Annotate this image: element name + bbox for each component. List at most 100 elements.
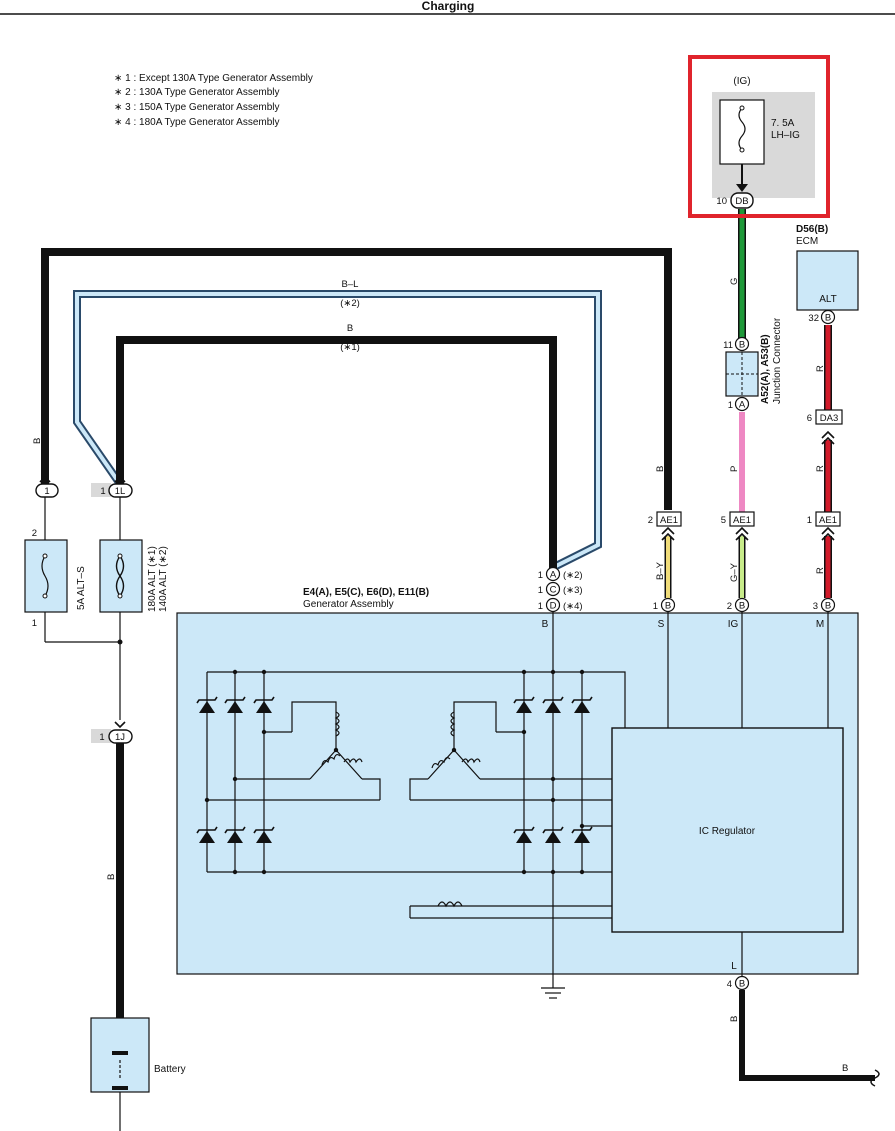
svg-text:B: B [729,1016,740,1022]
svg-text:1: 1 [100,486,105,497]
diode [199,831,215,843]
svg-text:11: 11 [723,340,733,351]
svg-text:6: 6 [807,413,812,424]
junction-name: Junction Connector [772,317,783,404]
diode [227,701,243,713]
svg-text:(∗3): (∗3) [563,585,583,596]
svg-text:P: P [729,466,740,472]
wire-b-inner [116,336,557,568]
diode-bar [196,696,218,704]
svg-text:B: B [347,323,353,334]
diode-bar [571,696,593,704]
svg-text:2: 2 [648,515,653,526]
wire-bl-outer [73,290,602,570]
svg-text:1: 1 [728,400,733,411]
svg-text:1: 1 [32,618,37,629]
harness-connectors: 1 1 1L 1 1J [35,475,133,744]
junction-pin-bottom [734,396,750,412]
diode [199,701,215,713]
svg-text:B: B [739,601,745,612]
rectifier-diodes [196,696,593,843]
svg-text:1: 1 [538,601,543,612]
note-4: ∗ 4 : 180A Type Generator Assembly [114,117,280,128]
junction-ref: A52(A), A53(B) [760,334,771,404]
svg-text:(∗1): (∗1) [340,342,360,353]
svg-text:1L: 1L [115,486,126,497]
svg-text:B: B [842,1063,848,1074]
note-1: ∗ 1 : Except 130A Type Generator Assembl… [114,73,313,84]
diode [574,831,590,843]
ic-regulator-box [611,727,844,933]
diode [227,831,243,843]
svg-text:5: 5 [721,515,726,526]
fuse-ig-name: LH–IG [771,130,800,141]
junction-pin-top [734,336,750,352]
fuse-alts: 2 1 5A ALT–S [24,528,87,629]
svg-text:B: B [739,979,745,990]
svg-text:B: B [739,340,745,351]
generator-name: Generator Assembly [303,599,394,610]
svg-text:DA3: DA3 [820,413,838,424]
svg-text:B: B [825,313,831,324]
diode [256,831,272,843]
svg-text:180A ALT (∗1): 180A ALT (∗1) [147,546,158,612]
wire-b-outer [41,248,672,510]
svg-text:A: A [739,400,746,411]
svg-text:4: 4 [727,979,732,990]
svg-text:R: R [815,465,826,472]
page-title: Charging [422,0,475,13]
battery-label: Battery [154,1064,186,1075]
term-m: M [816,619,824,630]
diode-bar [253,826,275,834]
term-s: S [658,619,665,630]
ae1-connectors: AE1 2 AE1 5 AE1 1 [648,511,841,541]
svg-text:10: 10 [716,196,727,207]
notes-legend: ∗ 1 : Except 130A Type Generator Assembl… [114,73,313,128]
svg-text:(∗4): (∗4) [563,601,583,612]
generator-pins: B 1 B 2 B 3 B 4 [653,597,836,991]
svg-text:D: D [550,601,557,612]
svg-text:5A ALT–S: 5A ALT–S [76,566,87,610]
fuse-ig-rating: 7. 5A [771,118,795,129]
note-2: ∗ 2 : 130A Type Generator Assembly [114,87,280,98]
diode-bar [571,826,593,834]
svg-text:1: 1 [538,585,543,596]
svg-text:140A ALT (∗2): 140A ALT (∗2) [158,546,169,612]
generator-ref: E4(A), E5(C), E6(D), E11(B) [303,587,429,598]
term-l: L [731,961,737,972]
diode-bar [513,826,535,834]
svg-text:(∗2): (∗2) [563,570,583,581]
svg-text:G–Y: G–Y [729,562,740,582]
svg-text:B: B [825,601,831,612]
diode-bar [224,826,246,834]
svg-text:AE1: AE1 [819,515,837,526]
ic-regulator-label: IC Regulator [699,826,756,837]
note-3: ∗ 3 : 150A Type Generator Assembly [114,102,280,113]
ecm-box [796,250,859,311]
generator-b-connectors: A 1 (∗2) C 1 (∗3) D 1 (∗4) [538,566,583,613]
ecm-terminal: ALT [819,294,837,305]
diode [516,831,532,843]
generator-internals [206,612,829,999]
ecm-name: ECM [796,236,818,247]
svg-text:2: 2 [32,528,37,539]
diode-bar [513,696,535,704]
svg-text:B–Y: B–Y [655,561,666,580]
svg-text:1: 1 [538,570,543,581]
svg-text:AE1: AE1 [733,515,751,526]
svg-text:B: B [32,438,43,444]
svg-text:B: B [665,601,671,612]
fuse-ig-group: (IG) [733,76,750,87]
term-ig: IG [728,619,739,630]
diode-bar [542,826,564,834]
svg-text:B: B [106,874,117,880]
connector-da3 [815,409,843,425]
svg-text:1: 1 [807,515,812,526]
connector-db [730,192,754,209]
svg-text:R: R [815,567,826,574]
svg-text:B–L: B–L [342,279,359,290]
diode-bar [253,696,275,704]
svg-text:32: 32 [808,313,819,324]
svg-text:B: B [655,466,666,472]
diode [574,701,590,713]
